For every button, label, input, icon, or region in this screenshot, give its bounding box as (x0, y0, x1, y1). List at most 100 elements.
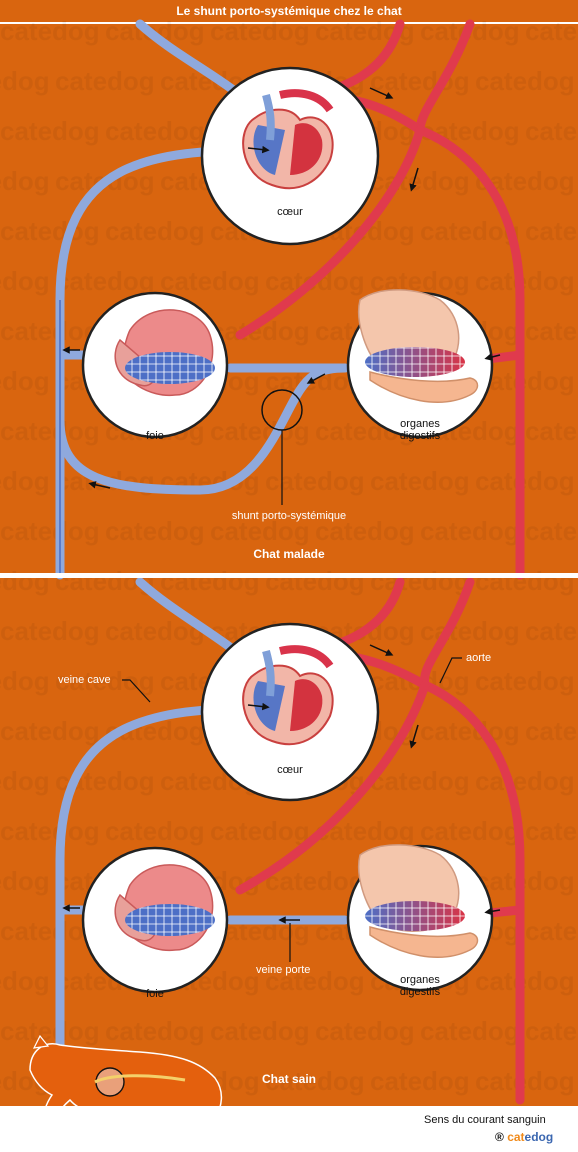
watermark-word: catedog (475, 466, 575, 496)
label-heart: cœur (277, 206, 303, 218)
watermark-word: catedog (370, 1066, 470, 1096)
flow-arrows-sick (62, 87, 501, 489)
watermark-word: catedog (210, 16, 310, 46)
watermark-word: catedog (105, 216, 205, 246)
watermark-word: catedog (475, 666, 575, 696)
digestive-illustration (358, 844, 479, 958)
label-vena-cava: veine cave (58, 674, 111, 686)
watermark-word: catedog (0, 866, 50, 896)
watermark-word: catedog (0, 266, 50, 296)
watermark-word: catedog (265, 866, 365, 896)
watermark-word: catedog (0, 16, 100, 46)
watermark-word: catedog (475, 1066, 575, 1096)
watermark-word: catedog (0, 566, 50, 596)
brand-logo: ® catedog (495, 1130, 553, 1144)
watermark-word: catedog (0, 816, 100, 846)
watermark-word: catedog (370, 566, 470, 596)
legend-label: Sens du courant sanguin (424, 1114, 546, 1126)
label-heart: cœur (277, 764, 303, 776)
watermark-word: catedog (525, 916, 578, 946)
watermark-word: catedog (525, 516, 578, 546)
liver-illustration (114, 864, 215, 951)
watermark-word: catedog (0, 616, 100, 646)
watermark-word: catedog (420, 816, 520, 846)
label-aorta: aorte (466, 652, 492, 664)
watermark-word: catedog (420, 516, 520, 546)
watermark-word: catedog (525, 816, 578, 846)
watermark-word: catedog (0, 716, 100, 746)
watermark-word: catedog (315, 516, 415, 546)
watermark-word: catedog (0, 1016, 100, 1046)
label-digestive-line1: organes (400, 418, 440, 430)
watermark-word: catedog (105, 816, 205, 846)
watermark-word: catedog (475, 966, 575, 996)
watermark-word: catedog (210, 1016, 310, 1046)
watermark-word: catedog (0, 466, 50, 496)
watermark-word: catedog (315, 1016, 415, 1046)
watermark-word: catedog (210, 816, 310, 846)
watermark-word: catedog (370, 166, 470, 196)
watermark-word: catedog (0, 966, 50, 996)
watermark-word: catedog (420, 1016, 520, 1046)
watermark-word: catedog (475, 766, 575, 796)
watermark-word: catedog (0, 666, 50, 696)
label-portal-vein: veine porte (256, 964, 311, 976)
panel-sick (55, 19, 525, 580)
watermark-word: catedog (0, 416, 100, 446)
watermark-word: catedog (55, 666, 155, 696)
watermark-word: catedog (105, 116, 205, 146)
watermark-word: catedog (0, 216, 100, 246)
liver-illustration (114, 309, 215, 396)
watermark-word: catedog (265, 1066, 365, 1096)
watermark-word: catedog (0, 766, 50, 796)
label-liver: foie (146, 988, 164, 1000)
watermark-word: catedog (210, 516, 310, 546)
watermark-word: catedog (0, 116, 100, 146)
caption-sick: Chat malade (253, 547, 325, 561)
watermark-word: catedog (475, 566, 575, 596)
panel-divider (0, 573, 578, 578)
watermark-word: catedog (210, 416, 310, 446)
watermark-word: catedog (525, 1016, 578, 1046)
watermark-word: catedog (0, 316, 100, 346)
watermark-word: catedog (525, 716, 578, 746)
watermark-word: catedog (475, 266, 575, 296)
watermark-word: catedog (525, 316, 578, 346)
watermark-word: catedog (525, 16, 578, 46)
watermark-word: catedog (0, 166, 50, 196)
footer (0, 1106, 578, 1152)
watermark-word: catedog (525, 216, 578, 246)
digestive-illustration (358, 289, 479, 403)
label-liver: foie (146, 430, 164, 442)
registered-mark: ® (495, 1130, 504, 1144)
watermark-word: catedog (105, 516, 205, 546)
watermark-word: catedog (0, 66, 50, 96)
watermark-word: catedog (265, 566, 365, 596)
label-digestive-line2: digestifs (399, 986, 441, 998)
label-digestive-line1: organes (400, 974, 440, 986)
flow-arrows-healthy (62, 644, 501, 924)
label-shunt: shunt porto-systémique (231, 510, 347, 522)
page-title: Le shunt porto-systémique chez le chat (0, 0, 578, 24)
watermark-word: catedog (525, 116, 578, 146)
watermark-word: catedog (160, 266, 260, 296)
brand-part2: edog (524, 1130, 554, 1144)
watermark-word: catedog (55, 266, 155, 296)
watermark-word: catedog (0, 516, 100, 546)
watermark-word: catedog (265, 466, 365, 496)
watermark-word: catedog (55, 66, 155, 96)
brand-part1: cat (507, 1130, 525, 1144)
watermark-word: catedog (420, 616, 520, 646)
caption-healthy: Chat sain (261, 1072, 316, 1086)
watermark-word: catedog (525, 616, 578, 646)
watermark-word: catedog (475, 66, 575, 96)
watermark-word: catedog (475, 866, 575, 896)
watermark-word: catedog (105, 1016, 205, 1046)
watermark-word: catedog (160, 566, 260, 596)
heart-illustration (242, 645, 334, 746)
panel-healthy (29, 577, 525, 1151)
watermark-word: catedog (370, 466, 470, 496)
label-digestive-line2: digestifs (399, 430, 441, 442)
